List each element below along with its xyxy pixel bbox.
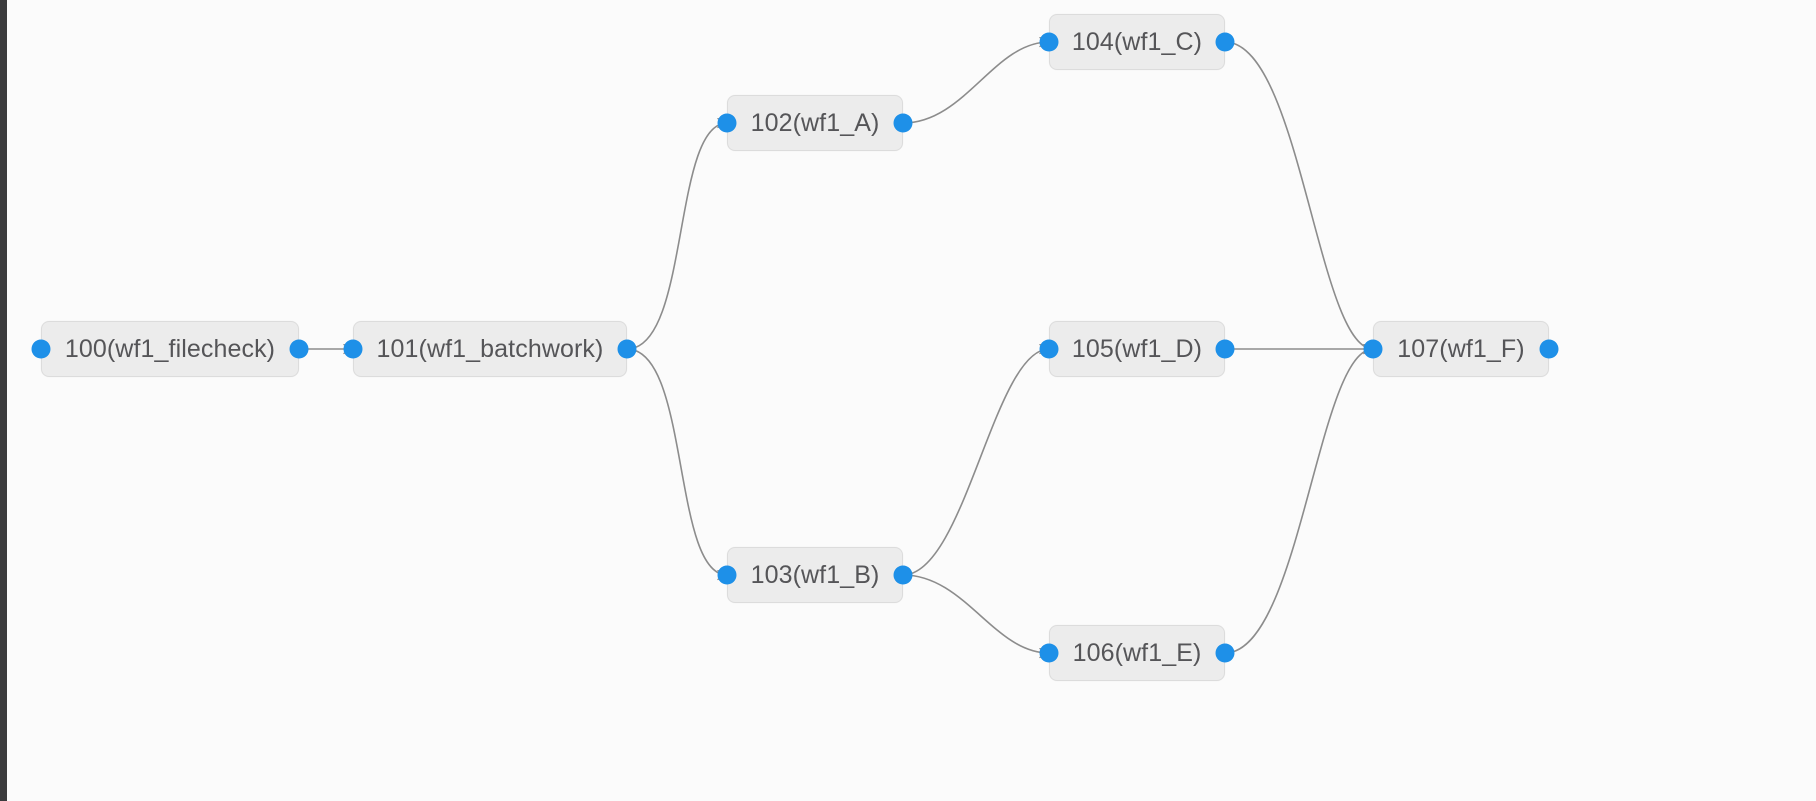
- port-106-right[interactable]: [1215, 643, 1235, 663]
- node-102[interactable]: 102(wf1_A): [727, 95, 903, 151]
- port-107-right[interactable]: [1539, 339, 1559, 359]
- edge-103-to-105[interactable]: [902, 349, 1049, 576]
- node-label-106: 106(wf1_E): [1072, 638, 1202, 667]
- port-102-left[interactable]: [717, 113, 737, 133]
- edge-103-to-106[interactable]: [902, 574, 1049, 653]
- node-label-100: 100(wf1_filecheck): [64, 334, 276, 363]
- node-label-107: 107(wf1_F): [1397, 334, 1525, 363]
- node-100[interactable]: 100(wf1_filecheck): [41, 321, 299, 377]
- port-105-left[interactable]: [1039, 339, 1059, 359]
- edge-102-to-104[interactable]: [902, 42, 1049, 124]
- node-label-104: 104(wf1_C): [1071, 27, 1203, 56]
- node-107[interactable]: 107(wf1_F): [1373, 321, 1549, 377]
- port-101-left[interactable]: [343, 339, 363, 359]
- port-103-left[interactable]: [717, 565, 737, 585]
- port-106-left[interactable]: [1039, 643, 1059, 663]
- port-104-right[interactable]: [1215, 32, 1235, 52]
- port-100-right[interactable]: [289, 339, 309, 359]
- node-label-101: 101(wf1_batchwork): [376, 334, 604, 363]
- port-101-right[interactable]: [617, 339, 637, 359]
- node-label-102: 102(wf1_A): [750, 108, 880, 137]
- edge-106-to-107[interactable]: [1224, 349, 1373, 654]
- canvas-left-gutter: [0, 0, 7, 801]
- edge-104-to-107[interactable]: [1224, 41, 1373, 349]
- node-106[interactable]: 106(wf1_E): [1049, 625, 1225, 681]
- edge-101-to-103[interactable]: [626, 348, 727, 575]
- port-102-right[interactable]: [893, 113, 913, 133]
- port-107-left[interactable]: [1363, 339, 1383, 359]
- port-100-left[interactable]: [31, 339, 51, 359]
- port-104-left[interactable]: [1039, 32, 1059, 52]
- node-103[interactable]: 103(wf1_B): [727, 547, 903, 603]
- port-103-right[interactable]: [893, 565, 913, 585]
- node-label-105: 105(wf1_D): [1071, 334, 1203, 363]
- port-105-right[interactable]: [1215, 339, 1235, 359]
- node-101[interactable]: 101(wf1_batchwork): [353, 321, 627, 377]
- edge-101-to-102[interactable]: [626, 123, 727, 350]
- node-label-103: 103(wf1_B): [750, 560, 880, 589]
- node-105[interactable]: 105(wf1_D): [1049, 321, 1225, 377]
- node-104[interactable]: 104(wf1_C): [1049, 14, 1225, 70]
